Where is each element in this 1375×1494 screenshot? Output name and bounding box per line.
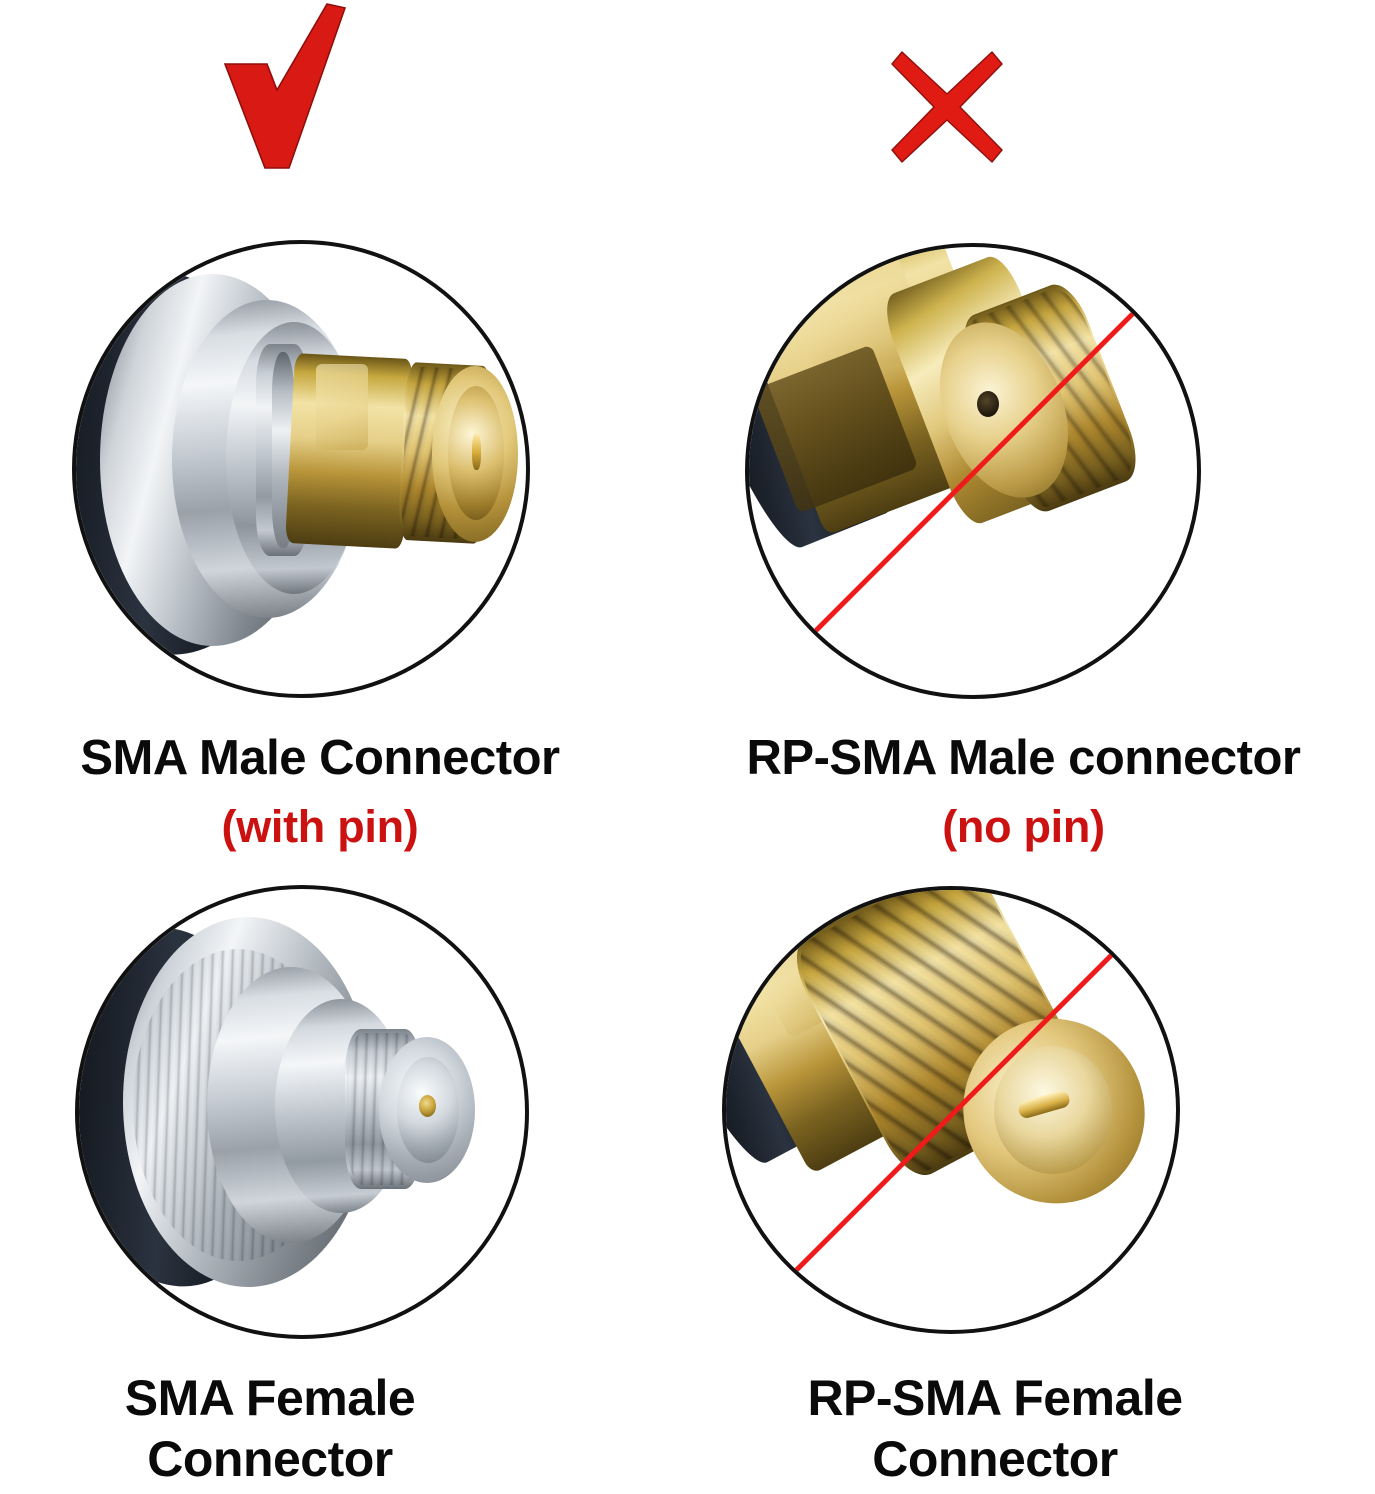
sma-female-title: SMA Female Connector	[0, 1368, 540, 1490]
rp-sma-female-connector-circle	[722, 886, 1180, 1334]
red-cross-mark	[891, 51, 1003, 163]
sma-male-title: SMA Male Connector	[80, 731, 560, 785]
rp-sma-female-title-line2: Connector	[872, 1431, 1118, 1487]
sma-male-subtitle: (with pin)	[221, 801, 419, 852]
sma-male-connector-photo	[76, 244, 526, 694]
center-socket-hole	[977, 391, 999, 417]
red-check-mark	[223, 3, 347, 169]
sma-female-title-line1: SMA Female	[124, 1370, 416, 1426]
rp-sma-male-title: RP-SMA Male connector	[746, 731, 1301, 785]
sma-female-connector-circle	[75, 885, 529, 1339]
center-socket-hole	[419, 1095, 436, 1117]
rp-sma-female-title: RP-SMA Female Connector	[690, 1368, 1300, 1490]
sma-female-connector-photo	[79, 889, 525, 1335]
rp-sma-female-connector-photo	[726, 890, 1176, 1330]
center-pin	[472, 434, 481, 470]
sma-male-connector-circle	[72, 240, 530, 698]
rp-sma-female-title-line1: RP-SMA Female	[807, 1370, 1183, 1426]
rp-sma-male-subtitle: (no pin)	[942, 801, 1105, 852]
rp-sma-male-connector-circle	[745, 243, 1201, 699]
rp-sma-male-connector-photo	[749, 247, 1197, 695]
sma-female-title-line2: Connector	[147, 1431, 393, 1487]
